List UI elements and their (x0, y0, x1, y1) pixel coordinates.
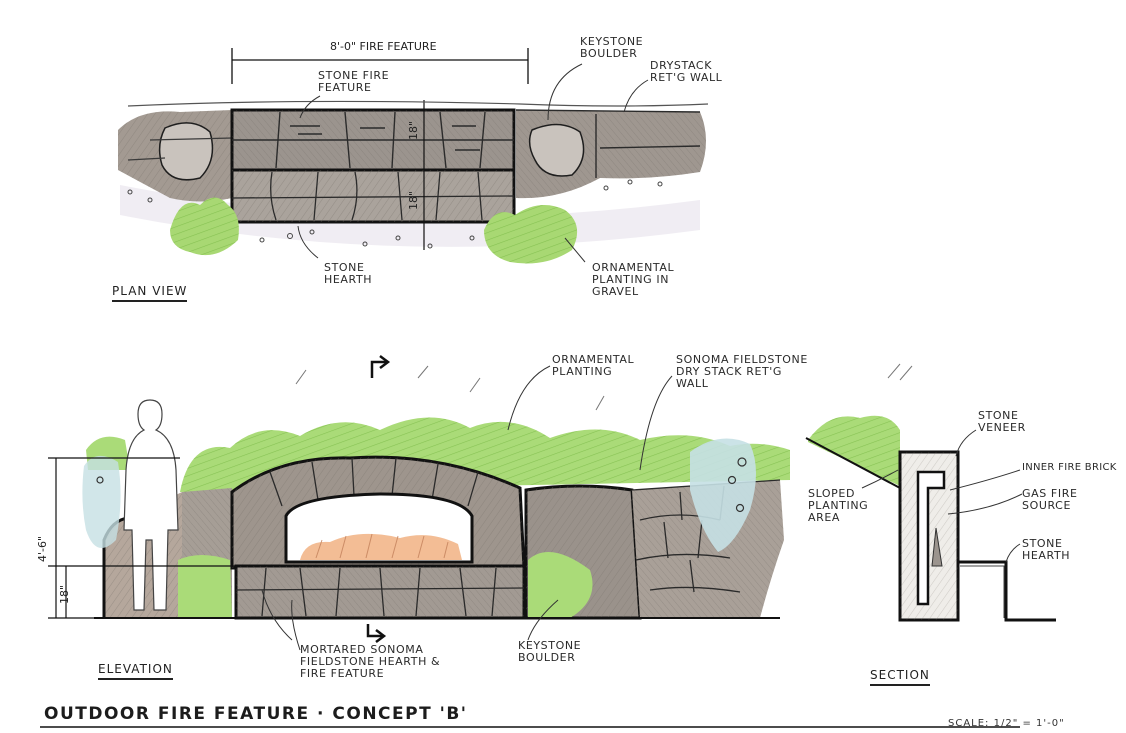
plan-left-wall (118, 110, 233, 202)
drawing-scale: SCALE: 1/2" = 1'-0" (948, 718, 1065, 729)
elev-human-scale-figure (123, 399, 179, 611)
section-label-stone-hearth: STONE HEARTH (1022, 537, 1071, 562)
elevation-view (48, 355, 913, 651)
section-gas-fire-source (931, 527, 943, 567)
elev-section-cut-arrows (366, 355, 391, 643)
elev-blue-rock (690, 438, 756, 552)
plan-leaders (297, 63, 649, 263)
section-label-stone-veneer: STONE VENEER (978, 409, 1026, 434)
elev-height-dim-hearth: 18" (58, 584, 71, 604)
plan-view-title: PLAN VIEW (112, 284, 188, 302)
plan-label-stone-hearth: STONE HEARTH (324, 261, 373, 286)
plan-right-wall (515, 109, 706, 199)
section-label-gas-fire-source: GAS FIRE SOURCE (1022, 487, 1078, 512)
section-label-sloped-planting: SLOPED PLANTING AREA (808, 487, 869, 524)
plan-depth-dim-bottom: 18" (407, 190, 420, 210)
plan-view (118, 48, 709, 264)
plan-label-drystack-wall: DRYSTACK RET'G WALL (650, 59, 723, 84)
plan-left-keystone-boulder (158, 122, 214, 181)
elev-fire-glow (300, 533, 462, 560)
drawing-title: OUTDOOR FIRE FEATURE · CONCEPT 'B' (44, 704, 468, 724)
elevation-title: ELEVATION (98, 662, 173, 680)
plan-label-stone-fire-feature: STONE FIRE FEATURE (318, 69, 390, 94)
plan-label-ornamental-planting: ORNAMENTAL PLANTING IN GRAVEL (592, 261, 675, 298)
plan-dimension-label: 8'-0" FIRE FEATURE (330, 40, 437, 53)
elev-label-mortared-hearth: MORTARED SONOMA FIELDSTONE HEARTH & FIRE… (300, 643, 441, 680)
elev-label-ornamental-planting: ORNAMENTAL PLANTING (552, 353, 635, 378)
section-stone-hearth (958, 560, 1056, 622)
section-inner-fire-brick (916, 470, 946, 606)
plan-label-keystone-boulder: KEYSTONE BOULDER (580, 35, 644, 60)
elev-leaders (261, 365, 673, 651)
plan-right-keystone-boulder (528, 123, 585, 177)
plan-dimension-line (231, 48, 529, 84)
plan-depth-dim-top: 18" (407, 120, 420, 140)
elev-label-keystone-boulder: KEYSTONE BOULDER (518, 639, 582, 664)
elev-label-fieldstone-wall: SONOMA FIELDSTONE DRY STACK RET'G WALL (676, 353, 808, 390)
plan-gravel (127, 179, 663, 249)
section-view (805, 415, 1056, 622)
section-label-inner-fire-brick: INNER FIRE BRICK (1022, 462, 1117, 473)
elev-height-dim-total: 4'-6" (36, 535, 49, 562)
section-leaders (861, 429, 1023, 563)
elev-dimension-lines (48, 457, 236, 619)
section-title: SECTION (870, 668, 930, 686)
